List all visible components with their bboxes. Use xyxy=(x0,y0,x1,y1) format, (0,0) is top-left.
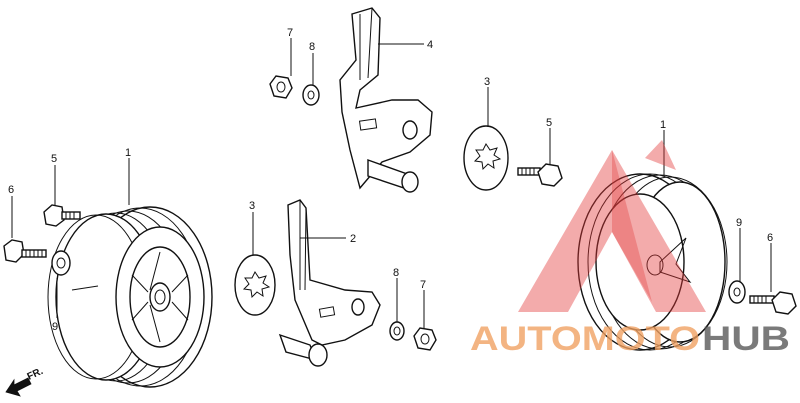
wheel-front xyxy=(47,206,213,388)
nut-bottom xyxy=(413,327,437,351)
label-washer-top: 8 xyxy=(309,41,315,53)
label-nut-top: 7 xyxy=(287,27,293,39)
label-bolt-left-top: 5 xyxy=(51,153,57,165)
label-cap-left: 3 xyxy=(249,200,255,212)
label-wheel-front: 1 xyxy=(125,147,131,159)
label-bracket-lower: 2 xyxy=(350,233,356,245)
label-washer-bottom: 8 xyxy=(393,267,399,279)
bolt-right-top xyxy=(517,163,563,187)
nut-top xyxy=(269,75,293,99)
front-direction-indicator: FR. xyxy=(5,366,45,397)
label-cap-right: 3 xyxy=(484,76,490,88)
bolt-left xyxy=(3,239,47,263)
bracket-lower xyxy=(278,199,381,367)
label-bolt-right-top: 5 xyxy=(546,117,552,129)
cap-left xyxy=(234,254,276,316)
bolt-right xyxy=(749,291,797,315)
bolt-left-top xyxy=(43,204,81,227)
washer-left xyxy=(51,250,71,276)
label-bolt-left: 6 xyxy=(8,184,14,196)
label-washer-left: 9 xyxy=(52,321,58,333)
washer-bottom xyxy=(389,321,405,341)
label-bracket-upper: 4 xyxy=(427,39,433,51)
leader-lines xyxy=(11,38,772,328)
watermark-text-a: AUTOMOTO xyxy=(470,320,700,358)
cap-right xyxy=(463,125,509,191)
washer-right xyxy=(728,280,746,304)
watermark-logo: AUTOMOTO HUB xyxy=(470,140,790,358)
label-wheel-rear: 1 xyxy=(660,119,666,131)
bracket-upper xyxy=(339,7,433,193)
arrow-left-icon xyxy=(5,377,32,397)
washer-top xyxy=(302,84,320,106)
label-washer-right: 9 xyxy=(736,217,742,229)
part-number-labels: 1 5 6 9 3 2 8 7 7 8 4 3 5 1 9 6 xyxy=(8,27,773,333)
watermark-triangle-icon xyxy=(518,150,652,312)
direction-label: FR. xyxy=(26,366,45,383)
label-nut-bottom: 7 xyxy=(420,279,426,291)
label-bolt-right: 6 xyxy=(767,232,773,244)
watermark-text-b: HUB xyxy=(702,320,790,358)
wheel-rear xyxy=(577,173,728,351)
